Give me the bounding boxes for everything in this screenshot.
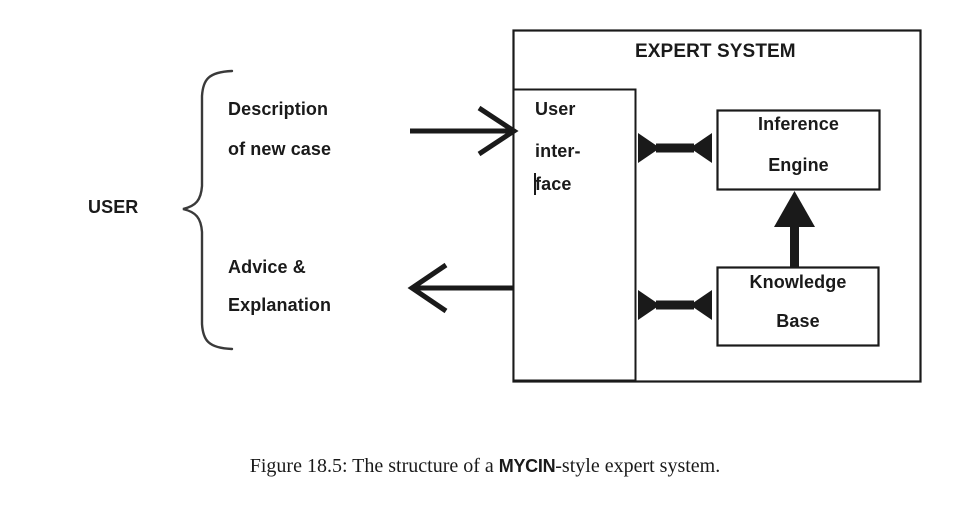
user-interface-label-line-1: User: [535, 99, 576, 119]
user-actor-label: USER: [88, 197, 139, 217]
user-interface-box: [512, 88, 637, 382]
expert-system-title: EXPERT SYSTEM: [635, 41, 796, 62]
user-interface-label-line-2: inter-: [535, 141, 581, 161]
knowledge-base-label-line-2: Base: [776, 311, 820, 331]
knowledge-to-inference-arrow-icon: [774, 191, 815, 268]
ui-to-knowledge-double-arrow-icon: [638, 290, 712, 320]
inference-engine-label-line-1: Inference: [758, 114, 839, 134]
figure-caption: Figure 18.5: The structure of a MYCIN-st…: [0, 455, 970, 478]
scan-artifact-mark: [534, 173, 536, 195]
caption-suffix: -style expert system.: [555, 455, 721, 477]
input-flow-label-line-1: Description: [228, 99, 329, 119]
caption-prefix: Figure 18.5: The structure of a: [249, 455, 499, 477]
input-flow-arrow-icon: [410, 105, 519, 157]
user-interface-label-line-3: face: [535, 174, 572, 194]
output-flow-arrow-icon: [407, 262, 513, 314]
input-flow-label-line-2: of new case: [228, 139, 332, 159]
ui-to-inference-double-arrow-icon: [638, 133, 712, 163]
user-brace-icon: [182, 69, 234, 351]
output-flow-label-line-2: Explanation: [228, 295, 332, 315]
caption-mycin-term: MYCIN: [498, 456, 556, 476]
inference-engine-box: [716, 109, 881, 191]
knowledge-base-label-line-1: Knowledge: [749, 272, 847, 292]
output-flow-label-line-1: Advice &: [228, 257, 306, 277]
inference-engine-label-line-2: Engine: [768, 155, 829, 175]
